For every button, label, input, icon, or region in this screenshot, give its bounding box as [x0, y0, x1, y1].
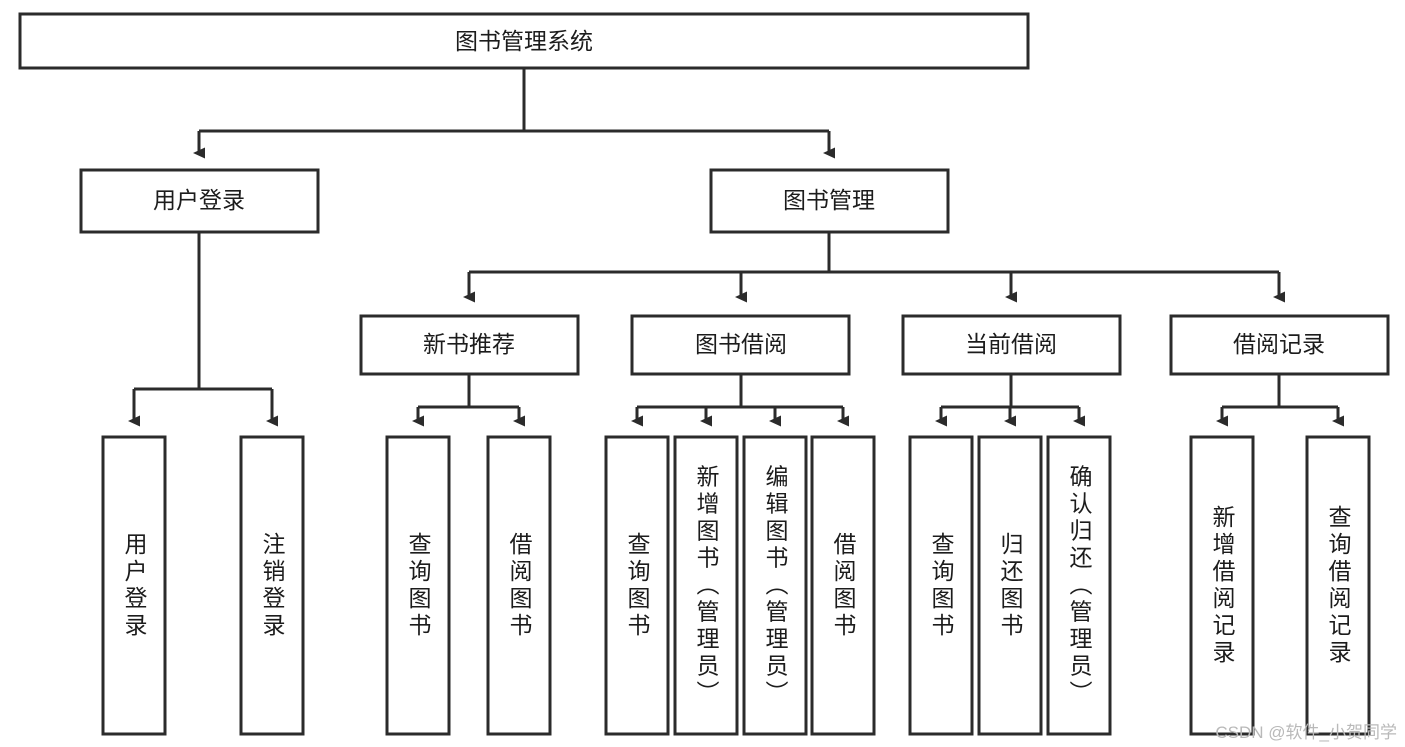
node-root[interactable]: 图书管理系统 — [18, 12, 1030, 70]
connector-group-current-borrow — [935, 374, 1085, 427]
leaf-user-logout[interactable]: 注销登录 — [239, 435, 305, 736]
node-new-book-recommend-label: 新书推荐 — [423, 331, 515, 357]
node-borrow-record-label: 借阅记录 — [1233, 331, 1325, 357]
node-user-login-box[interactable] — [79, 168, 320, 234]
connector-group-borrow-record — [1216, 374, 1344, 427]
leaf-add-record[interactable]: 新增借阅记录 — [1189, 435, 1255, 736]
leaf-add-book[interactable]: 新增图书（管理员） — [673, 435, 739, 736]
node-book-borrow-label: 图书借阅 — [695, 331, 787, 357]
leaf-query-book-2-box[interactable] — [604, 435, 670, 736]
connector-group-root — [193, 68, 835, 159]
leaf-return-book-box[interactable] — [977, 435, 1043, 736]
leaf-edit-book-box[interactable] — [742, 435, 808, 736]
leaf-query-record-box[interactable] — [1305, 435, 1371, 736]
leaf-confirm-return-label: 确认归还（管理员） — [1066, 465, 1093, 708]
connector-group-book-manage — [463, 232, 1285, 303]
node-book-borrow-box[interactable] — [630, 314, 851, 376]
node-borrow-record[interactable]: 借阅记录 — [1169, 314, 1390, 376]
leaf-user-login[interactable]: 用户登录 — [101, 435, 167, 736]
node-current-borrow-label: 当前借阅 — [965, 331, 1057, 357]
leaf-return-book-label: 归还图书 — [997, 532, 1024, 640]
leaf-borrow-book-1-box[interactable] — [486, 435, 552, 736]
leaf-confirm-return-box[interactable] — [1046, 435, 1112, 736]
node-book-manage-label: 图书管理 — [783, 187, 875, 213]
node-borrow-record-box[interactable] — [1169, 314, 1390, 376]
leaf-return-book[interactable]: 归还图书 — [977, 435, 1043, 736]
leaf-add-record-label: 新增借阅记录 — [1209, 505, 1236, 667]
node-user-login-label: 用户登录 — [153, 187, 245, 213]
leaf-query-book-1-box[interactable] — [385, 435, 451, 736]
connector-group-book-borrow — [631, 374, 849, 427]
leaf-add-book-label: 新增图书（管理员） — [693, 465, 720, 708]
node-root-label: 图书管理系统 — [455, 28, 593, 54]
leaf-user-logout-label: 注销登录 — [259, 532, 286, 640]
leaf-query-book-2-label: 查询图书 — [624, 532, 651, 640]
node-book-manage-box[interactable] — [709, 168, 950, 234]
leaf-query-book-3[interactable]: 查询图书 — [908, 435, 974, 736]
leaf-query-book-1-label: 查询图书 — [405, 532, 432, 640]
leaf-query-record-label: 查询借阅记录 — [1325, 505, 1352, 667]
leaf-add-record-box[interactable] — [1189, 435, 1255, 736]
leaf-borrow-book-1-label: 借阅图书 — [506, 532, 533, 640]
leaf-borrow-book-2-box[interactable] — [810, 435, 876, 736]
node-new-book-recommend[interactable]: 新书推荐 — [359, 314, 580, 376]
leaf-borrow-book-1[interactable]: 借阅图书 — [486, 435, 552, 736]
leaf-add-book-box[interactable] — [673, 435, 739, 736]
connector-group-user-login — [128, 232, 278, 427]
leaf-query-book-2[interactable]: 查询图书 — [604, 435, 670, 736]
leaf-query-record[interactable]: 查询借阅记录 — [1305, 435, 1371, 736]
node-user-login[interactable]: 用户登录 — [79, 168, 320, 234]
node-current-borrow-box[interactable] — [901, 314, 1122, 376]
leaf-user-logout-box[interactable] — [239, 435, 305, 736]
leaf-user-login-label: 用户登录 — [121, 532, 148, 640]
leaf-confirm-return[interactable]: 确认归还（管理员） — [1046, 435, 1112, 736]
leaf-borrow-book-2-label: 借阅图书 — [830, 532, 857, 640]
node-book-borrow[interactable]: 图书借阅 — [630, 314, 851, 376]
leaf-user-login-box[interactable] — [101, 435, 167, 736]
leaf-query-book-3-label: 查询图书 — [928, 532, 955, 640]
leaf-borrow-book-2[interactable]: 借阅图书 — [810, 435, 876, 736]
node-new-book-recommend-box[interactable] — [359, 314, 580, 376]
node-current-borrow[interactable]: 当前借阅 — [901, 314, 1122, 376]
node-root-box[interactable] — [18, 12, 1030, 70]
leaf-edit-book[interactable]: 编辑图书（管理员） — [742, 435, 808, 736]
connector-group-new-book-recommend — [412, 374, 525, 427]
leaf-query-book-1[interactable]: 查询图书 — [385, 435, 451, 736]
leaf-query-book-3-box[interactable] — [908, 435, 974, 736]
node-book-manage[interactable]: 图书管理 — [709, 168, 950, 234]
leaf-edit-book-label: 编辑图书（管理员） — [762, 465, 789, 708]
